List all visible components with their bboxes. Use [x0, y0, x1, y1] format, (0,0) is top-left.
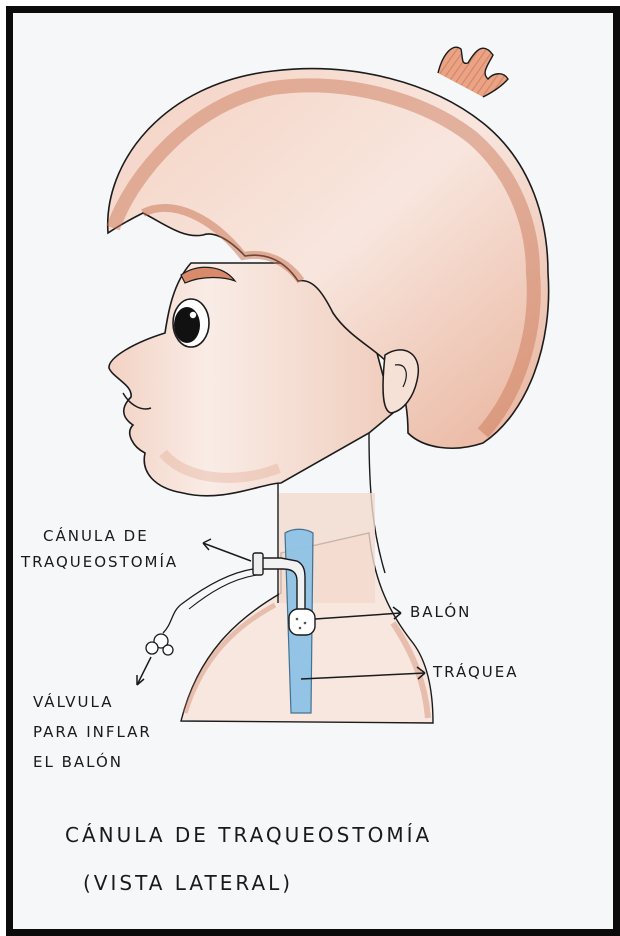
label-traquea: TRÁQUEA	[433, 663, 519, 681]
label-valvula-line3: EL BALÓN	[33, 753, 123, 771]
label-canula-line2: TRAQUEOSTOMÍA	[21, 553, 178, 571]
label-canula-line1: CÁNULA DE	[43, 527, 149, 545]
caption-subtitle: (VISTA LATERAL)	[83, 871, 293, 895]
inflation-valve	[146, 634, 173, 655]
balloon-cuff	[289, 609, 315, 635]
arrow-canula	[203, 543, 251, 561]
boy-illustration	[13, 13, 613, 929]
label-valvula-line2: PARA INFLAR	[33, 723, 152, 741]
label-balon: BALÓN	[410, 603, 471, 621]
caption-title: CÁNULA DE TRAQUEOSTOMÍA	[65, 823, 432, 847]
drawing-frame: CÁNULA DE TRAQUEOSTOMÍA BALÓN TRÁQUEA VÁ…	[6, 6, 620, 936]
label-valvula-line1: VÁLVULA	[33, 693, 113, 711]
arrow-valvula	[137, 657, 151, 685]
